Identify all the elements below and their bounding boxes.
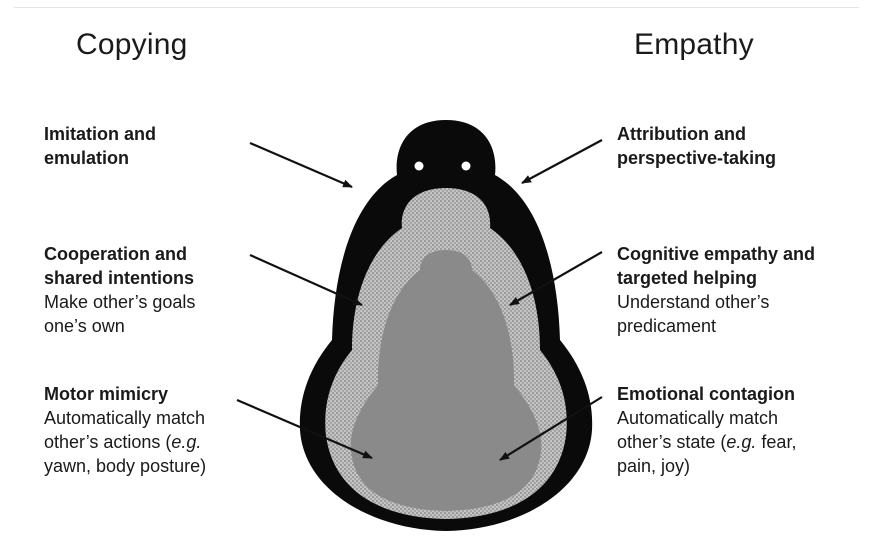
- arrow-attribution: [522, 140, 602, 183]
- left-eye: [415, 162, 424, 171]
- right-eye: [462, 162, 471, 171]
- arrow-imitation: [250, 143, 352, 187]
